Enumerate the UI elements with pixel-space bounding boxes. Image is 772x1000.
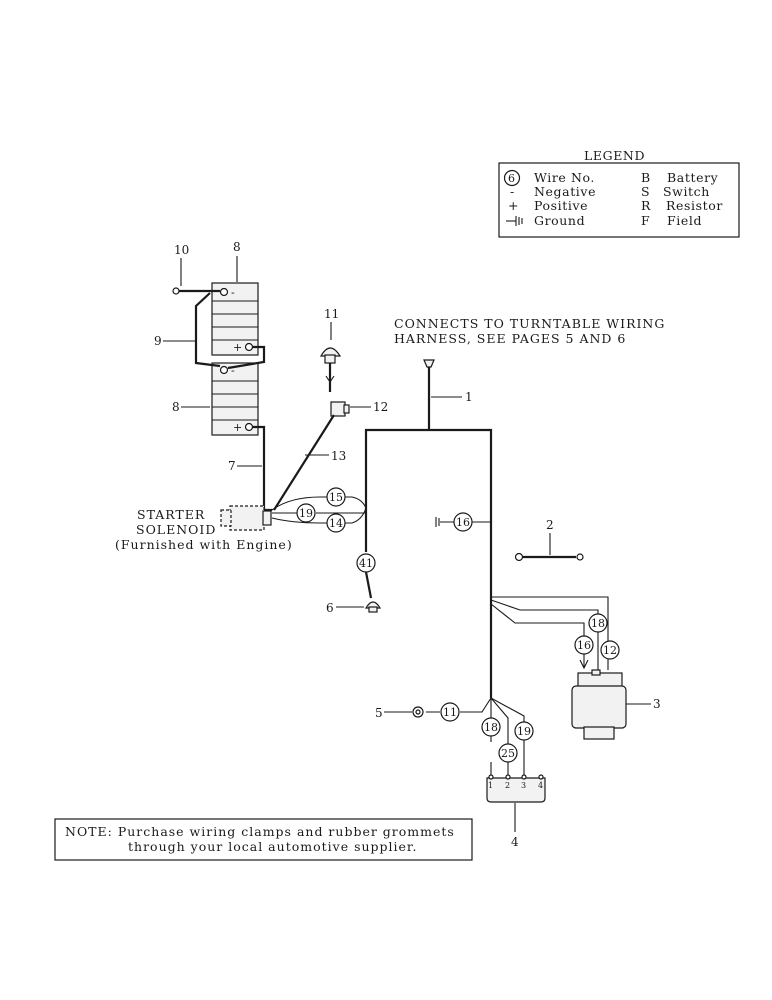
wire-number-18-switch: 18 bbox=[591, 617, 605, 630]
terminal-label-2: 2 bbox=[505, 781, 510, 790]
horn-button-component bbox=[330, 401, 350, 417]
legend: LEGEND 6 Wire No. B Battery - Negative S… bbox=[498, 148, 740, 238]
legend-item-ground: Ground bbox=[534, 213, 585, 228]
wire-number-12-switch: 12 bbox=[603, 644, 617, 657]
battery-lower-negative: - bbox=[231, 364, 235, 377]
turntable-connector bbox=[423, 359, 435, 368]
legend-title: LEGEND bbox=[584, 148, 645, 163]
part-number-7: 7 bbox=[228, 459, 236, 473]
wire-7-battery-to-solenoid bbox=[252, 425, 272, 512]
wire-tag-16-ground bbox=[453, 512, 473, 532]
starter-caption-line2: SOLENOID bbox=[136, 522, 216, 537]
battery-lower-positive: + bbox=[233, 421, 242, 434]
wire-number-25: 25 bbox=[501, 747, 515, 760]
wire-13-to-solenoid bbox=[273, 414, 335, 511]
legend-item-battery: Battery bbox=[667, 170, 719, 185]
part-number-3: 3 bbox=[653, 697, 661, 711]
wire-25 bbox=[490, 697, 509, 775]
terminal-label-4: 4 bbox=[538, 781, 543, 790]
wire-harness-trunk bbox=[364, 428, 493, 698]
note-line2: through your local automotive supplier. bbox=[128, 839, 418, 854]
wire-number-41: 41 bbox=[359, 557, 373, 570]
wire-11-to-5 bbox=[426, 697, 492, 713]
wire-tag-19-solenoid bbox=[296, 503, 316, 523]
wire-tag-19-bottom bbox=[514, 721, 534, 741]
part-number-4: 4 bbox=[511, 835, 519, 849]
wire-branch-to-switch bbox=[491, 596, 609, 670]
wire-tag-18-bottom bbox=[481, 717, 501, 737]
part-number-13: 13 bbox=[331, 449, 346, 463]
legend-wire-symbol bbox=[503, 169, 521, 187]
part-number-8-lower: 8 bbox=[172, 400, 180, 414]
part-number-11-top: 11 bbox=[324, 307, 339, 321]
wire-9-jumper bbox=[194, 292, 221, 368]
part-number-10: 10 bbox=[174, 243, 189, 257]
wire-number-15: 15 bbox=[329, 491, 343, 504]
wire-14 bbox=[271, 507, 367, 524]
note-box bbox=[54, 818, 473, 861]
part-number-1: 1 bbox=[465, 390, 473, 404]
wire-number-11: 11 bbox=[443, 706, 457, 719]
starter-solenoid bbox=[220, 505, 272, 531]
wire-tag-41 bbox=[356, 553, 376, 573]
part-number-5: 5 bbox=[375, 706, 383, 720]
part-number-8-upper: 8 bbox=[233, 240, 241, 254]
wire-number-16-ground: 16 bbox=[456, 516, 470, 529]
part-number-6: 6 bbox=[326, 601, 334, 615]
wire-19-bottom bbox=[490, 697, 525, 775]
ground-terminal-10 bbox=[172, 287, 180, 295]
legend-negative-symbol: - bbox=[510, 184, 515, 199]
legend-box bbox=[498, 162, 740, 238]
legend-wire-symbol-num: 6 bbox=[508, 172, 515, 185]
horn-component bbox=[319, 347, 342, 364]
wire-tag-18-switch bbox=[588, 613, 608, 633]
wire-battery-link bbox=[227, 345, 266, 370]
note-line1: NOTE: Purchase wiring clamps and rubber … bbox=[65, 824, 455, 839]
wire-number-18-bottom: 18 bbox=[484, 721, 498, 734]
legend-item-field: Field bbox=[667, 213, 702, 228]
wire-15 bbox=[271, 496, 367, 511]
terminal-label-1: 1 bbox=[488, 781, 493, 790]
terminal-label-3: 3 bbox=[521, 781, 526, 790]
wire-tag-12-switch bbox=[600, 640, 620, 660]
legend-item-negative: Negative bbox=[534, 184, 596, 199]
wire-tag-15 bbox=[326, 487, 346, 507]
part-number-2: 2 bbox=[546, 518, 554, 532]
component-3-ignition-switch bbox=[571, 669, 627, 740]
starter-caption-line3: (Furnished with Engine) bbox=[115, 537, 293, 552]
turntable-caption-line1: CONNECTS TO TURNTABLE WIRING bbox=[394, 316, 665, 331]
battery-upper-negative: - bbox=[231, 286, 235, 299]
legend-code-f: F bbox=[641, 213, 650, 228]
wire-number-19-solenoid: 19 bbox=[299, 507, 313, 520]
component-6-light bbox=[364, 601, 382, 613]
part-number-12-top: 12 bbox=[373, 400, 388, 414]
wire-number-14: 14 bbox=[329, 517, 343, 530]
battery-lower: - + bbox=[211, 362, 259, 436]
wire-tag-25 bbox=[498, 743, 518, 763]
wire-tag-14 bbox=[326, 513, 346, 533]
battery-upper: - + bbox=[211, 282, 259, 356]
ground-icon-16 bbox=[435, 517, 440, 527]
legend-code-b: B bbox=[641, 170, 651, 185]
legend-positive-symbol: + bbox=[508, 198, 519, 213]
starter-caption-line1: STARTER bbox=[137, 507, 205, 522]
turntable-caption-line2: HARNESS, SEE PAGES 5 AND 6 bbox=[394, 331, 626, 346]
wire-41 bbox=[364, 508, 373, 599]
part-number-9: 9 bbox=[154, 334, 162, 348]
wire-tag-11 bbox=[440, 702, 460, 722]
wire-number-16-switch: 16 bbox=[577, 639, 591, 652]
legend-item-resistor: Resistor bbox=[666, 198, 723, 213]
legend-item-positive: Positive bbox=[534, 198, 588, 213]
battery-upper-positive: + bbox=[233, 341, 242, 354]
legend-item-switch: Switch bbox=[663, 184, 710, 199]
legend-code-s: S bbox=[641, 184, 650, 199]
ground-icon bbox=[506, 216, 523, 226]
legend-code-r: R bbox=[641, 198, 651, 213]
wire-number-19-bottom: 19 bbox=[517, 725, 531, 738]
component-4-terminal-block bbox=[486, 774, 546, 803]
legend-item-wire-no: Wire No. bbox=[534, 170, 595, 185]
